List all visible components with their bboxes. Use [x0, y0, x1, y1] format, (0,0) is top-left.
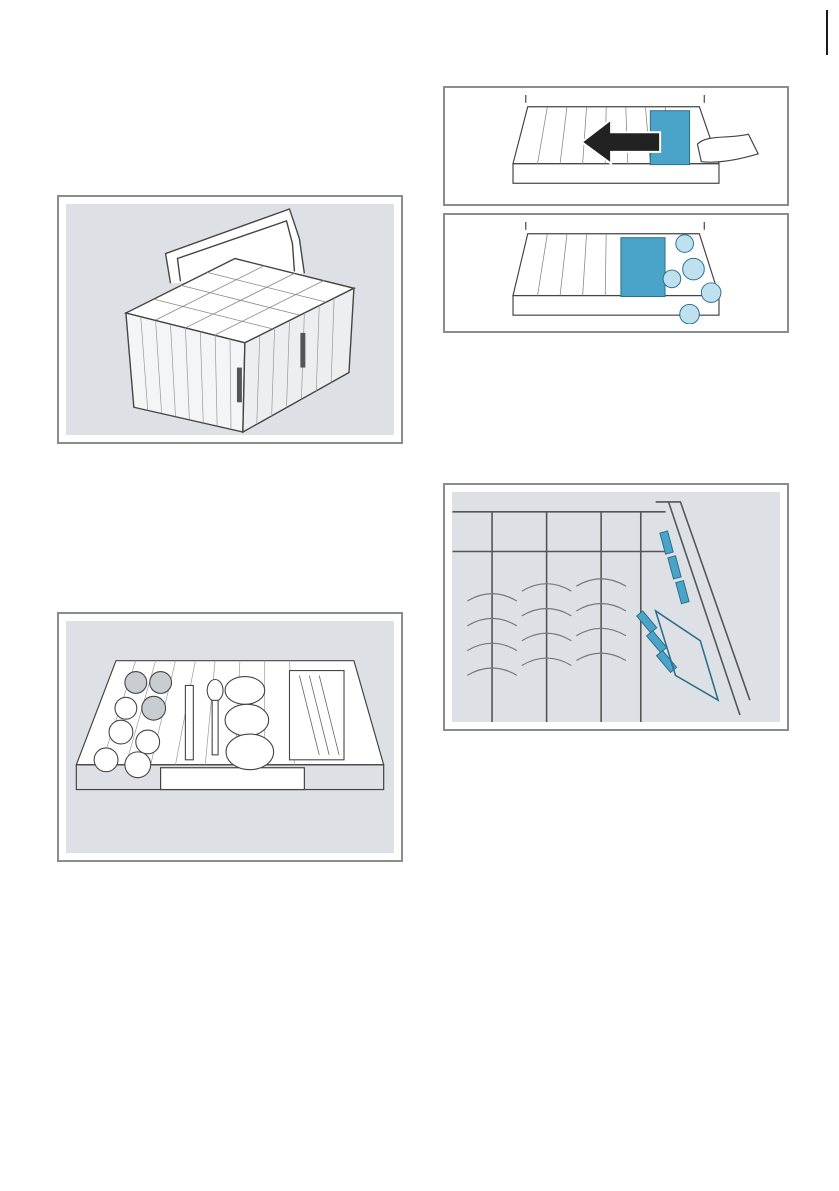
cutlery-basket-illustration	[66, 204, 394, 435]
drawer-slide-icon	[452, 95, 780, 197]
figure-cutlery-drawer-with-glasses	[443, 213, 789, 333]
wine-glass-icon	[452, 222, 780, 324]
figure-cutlery-basket	[57, 195, 403, 444]
figure-slide-cutlery-drawer	[443, 86, 789, 206]
folding-tines-icon	[452, 492, 780, 722]
figure-folding-tine-rack	[443, 483, 789, 731]
drawer-glasses-illustration	[452, 222, 780, 324]
folding-tines-illustration	[452, 492, 780, 722]
loaded-rack-illustration	[66, 621, 394, 853]
cutlery-basket-icon	[66, 204, 394, 435]
margin-mark	[826, 10, 828, 55]
figure-loaded-upper-rack	[57, 612, 403, 862]
slide-drawer-illustration	[452, 95, 780, 197]
dish-rack-icon	[66, 621, 394, 853]
